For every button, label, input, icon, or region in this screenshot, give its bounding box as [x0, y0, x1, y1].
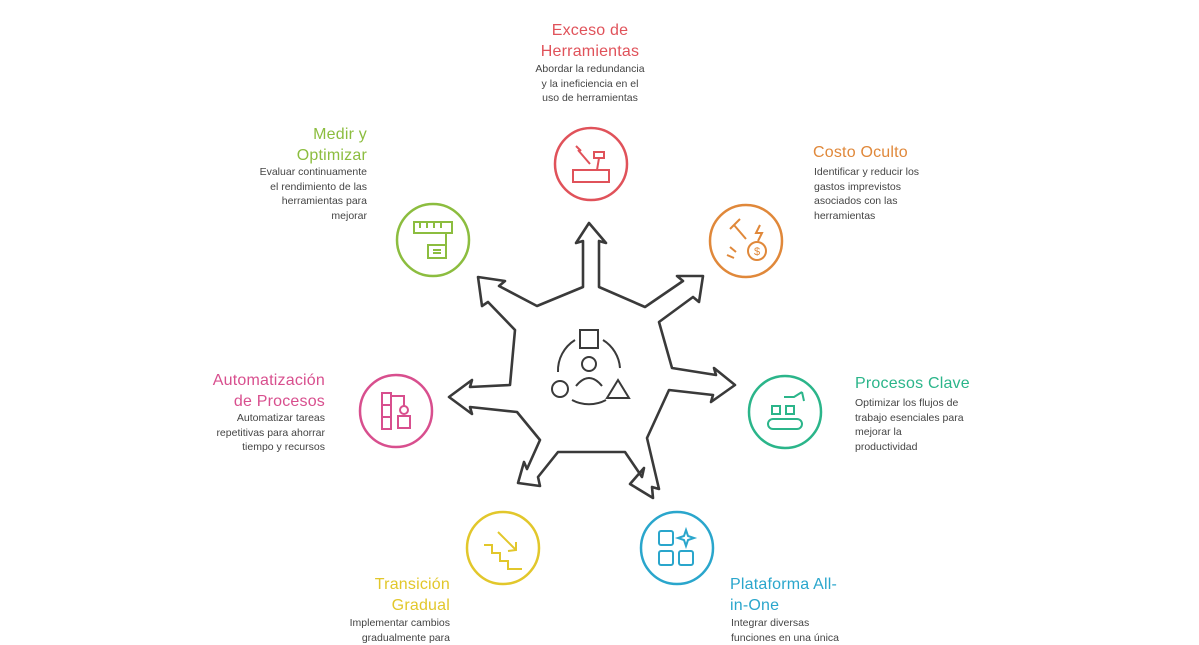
- transicion-title-line-1: Transición: [250, 574, 450, 595]
- plataforma-desc-line-1: Integrar diversas: [731, 616, 931, 631]
- procesos-clave-desc-line-2: trabajo esenciales para: [855, 411, 1055, 426]
- automatizacion-description: Automatizar tareas repetitivas para ahor…: [125, 411, 325, 455]
- transicion-ring: [467, 512, 539, 584]
- automatizacion-title-line-1: Automatización: [125, 370, 325, 391]
- plataforma-title-line-2: in-One: [730, 595, 930, 616]
- plataforma-title: Plataforma All- in-One: [730, 574, 930, 616]
- exceso-title-line-2: Herramientas: [510, 41, 670, 62]
- node-circle-exceso[interactable]: [555, 128, 627, 200]
- exceso-desc-line-2: y la ineficiencia en el: [510, 77, 670, 92]
- costo-desc-line-4: herramientas: [814, 209, 1014, 224]
- medir-title-line-1: Medir y: [167, 124, 367, 145]
- procesos-clave-desc-line-1: Optimizar los flujos de: [855, 396, 1055, 411]
- exceso-description: Abordar la redundancia y la ineficiencia…: [510, 62, 670, 106]
- medir-desc-line-4: mejorar: [167, 209, 367, 224]
- costo-desc-line-1: Identificar y reducir los: [814, 165, 1014, 180]
- medir-description: Evaluar continuamente el rendimiento de …: [167, 165, 367, 223]
- transicion-title-line-2: Gradual: [250, 595, 450, 616]
- node-circle-automatizacion[interactable]: [360, 375, 432, 447]
- node-circle-transicion[interactable]: [467, 512, 539, 584]
- transicion-desc-line-1: Implementar cambios: [250, 616, 450, 631]
- medir-desc-line-3: herramientas para: [167, 194, 367, 209]
- automatizacion-ring: [360, 375, 432, 447]
- procesos-clave-desc-line-3: mejorar la: [855, 425, 1055, 440]
- plataforma-description: Integrar diversas funciones en una única: [731, 616, 931, 645]
- automatizacion-desc-line-1: Automatizar tareas: [125, 411, 325, 426]
- exceso-ring: [555, 128, 627, 200]
- costo-title-line-1: Costo Oculto: [813, 142, 1013, 163]
- procesos-clave-title-line-1: Procesos Clave: [855, 373, 1055, 394]
- procesos-clave-title: Procesos Clave: [855, 373, 1055, 394]
- costo-description: Identificar y reducir los gastos imprevi…: [814, 165, 1014, 223]
- medir-title: Medir y Optimizar: [167, 124, 367, 166]
- dollar-sign-glyph: $: [754, 246, 760, 258]
- transicion-title: Transición Gradual: [250, 574, 450, 616]
- medir-desc-line-2: el rendimiento de las: [167, 180, 367, 195]
- node-circle-procesos-clave[interactable]: [749, 376, 821, 448]
- exceso-desc-line-3: uso de herramientas: [510, 91, 670, 106]
- exceso-title: Exceso de Herramientas: [510, 20, 670, 62]
- hub: [449, 223, 735, 498]
- exceso-title-line-1: Exceso de: [510, 20, 670, 41]
- costo-desc-line-2: gastos imprevistos: [814, 180, 1014, 195]
- costo-ring: [710, 205, 782, 277]
- medir-title-line-2: Optimizar: [167, 145, 367, 166]
- automatizacion-title-line-2: de Procesos: [125, 391, 325, 412]
- medir-desc-line-1: Evaluar continuamente: [167, 165, 367, 180]
- automatizacion-title: Automatización de Procesos: [125, 370, 325, 412]
- plataforma-title-line-1: Plataforma All-: [730, 574, 930, 595]
- node-circle-costo[interactable]: $: [710, 205, 782, 277]
- automatizacion-desc-line-3: tiempo y recursos: [125, 440, 325, 455]
- hub-body-with-arrows: [449, 223, 735, 498]
- plataforma-desc-line-2: funciones en una única: [731, 631, 931, 645]
- transicion-desc-line-2: gradualmente para: [250, 631, 450, 645]
- node-circle-medir[interactable]: [397, 204, 469, 276]
- costo-desc-line-3: asociados con las: [814, 194, 1014, 209]
- node-circle-plataforma[interactable]: [641, 512, 713, 584]
- costo-title: Costo Oculto: [813, 142, 1013, 163]
- procesos-clave-description: Optimizar los flujos de trabajo esencial…: [855, 396, 1055, 454]
- automatizacion-desc-line-2: repetitivas para ahorrar: [125, 426, 325, 441]
- transicion-description: Implementar cambios gradualmente para: [250, 616, 450, 645]
- plataforma-ring: [641, 512, 713, 584]
- medir-ring: [397, 204, 469, 276]
- exceso-desc-line-1: Abordar la redundancia: [510, 62, 670, 77]
- procesos-clave-desc-line-4: productividad: [855, 440, 1055, 455]
